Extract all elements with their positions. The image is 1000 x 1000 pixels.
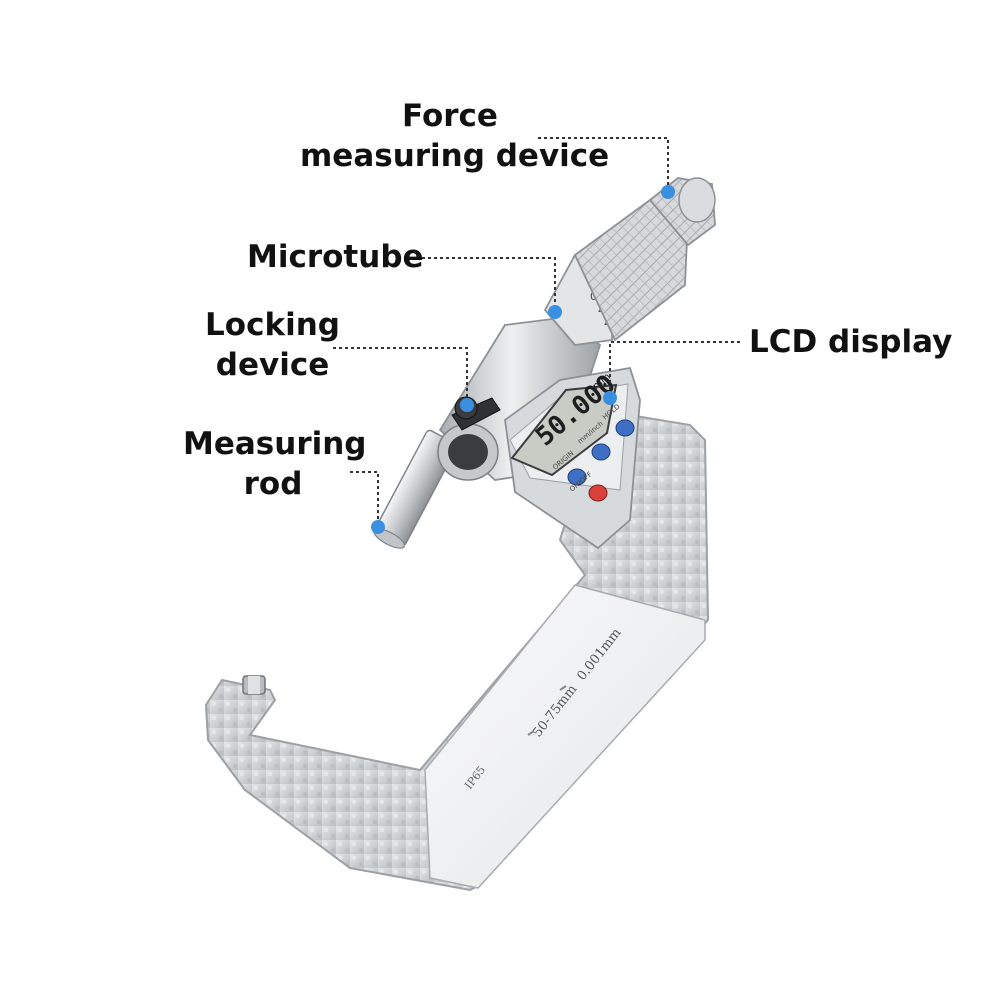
- measuring-rod-shape: [373, 429, 458, 549]
- dot-lcd: [603, 391, 617, 405]
- label-rod-line1: Measuring: [183, 426, 367, 462]
- leader-microtube: [422, 257, 556, 310]
- label-lcd-display: LCD display: [749, 324, 953, 360]
- mm-inch-button: [591, 443, 611, 461]
- label-locking-line1: Locking: [205, 307, 340, 343]
- thimble: 0 45 40: [543, 177, 716, 346]
- thimble-mark-0: 0: [590, 290, 597, 303]
- hold-button: [615, 419, 635, 437]
- dot-locking: [460, 398, 474, 412]
- lcd-housing: 50.000 mm HOLD mm/inch ORIGIN ON/OFF: [504, 366, 641, 550]
- dot-microtube: [548, 305, 562, 319]
- origin-button: [567, 468, 587, 486]
- on-off-button: [588, 484, 608, 502]
- leader-force: [538, 137, 669, 190]
- leader-locking: [333, 347, 468, 405]
- label-microtube: Microtube: [247, 239, 424, 275]
- callout-dots: [371, 185, 675, 534]
- label-force-line2: measuring device: [300, 138, 610, 174]
- leader-lines: [333, 137, 740, 525]
- label-measuring-rod: Measuring rod: [183, 424, 367, 504]
- label-rod-line2: rod: [243, 466, 303, 502]
- label-force-line1: Force: [402, 98, 498, 134]
- label-force-measuring-device: Force measuring device: [300, 96, 610, 176]
- leader-lcd: [609, 341, 740, 397]
- label-locking-line2: device: [215, 347, 330, 383]
- anvil: [242, 675, 266, 695]
- dot-rod: [371, 520, 385, 534]
- label-locking-device: Locking device: [195, 305, 350, 385]
- dot-force: [661, 185, 675, 199]
- frame-plate: [424, 584, 706, 889]
- lcd-screen: [510, 383, 618, 477]
